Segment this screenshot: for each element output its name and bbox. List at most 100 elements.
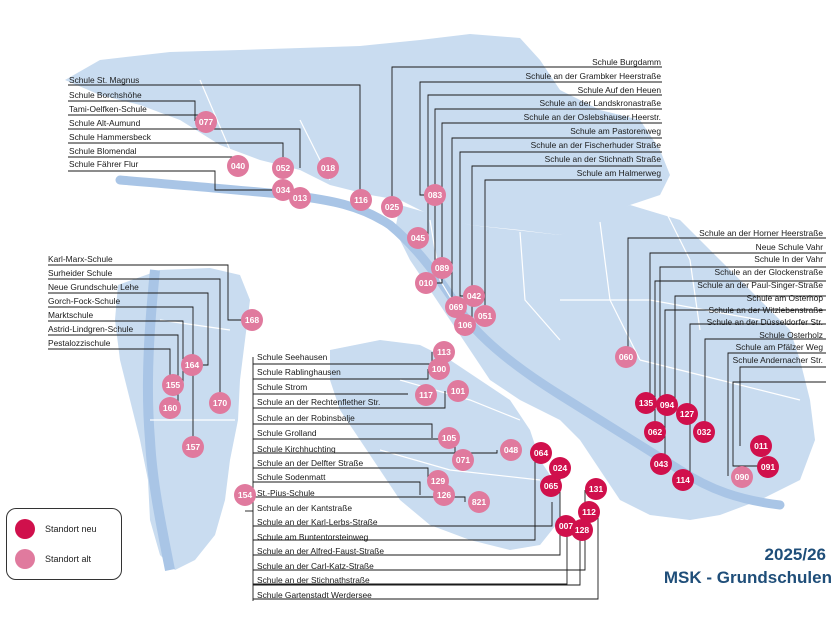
school-marker-id: 011 [754, 441, 768, 451]
school-marker: 064 [530, 442, 552, 464]
school-marker-dot [407, 227, 429, 249]
school-marker-id: 129 [431, 476, 446, 486]
school-marker-id: 043 [654, 459, 669, 469]
school-marker-id: 024 [553, 463, 568, 473]
school-marker-dot [350, 189, 372, 211]
school-label: Neue Grundschule Lehe [48, 282, 139, 292]
school-label: Schule an der Düsseldorfer Str. [707, 317, 823, 327]
school-marker: 127 [676, 403, 698, 425]
school-label: Neue Schule Vahr [756, 242, 824, 252]
leader-lines [48, 66, 826, 601]
school-marker-id: 100 [432, 364, 447, 374]
school-marker-id: 168 [245, 315, 260, 325]
school-marker-id: 032 [697, 427, 712, 437]
school-label: Schule an der Rechtenflether Str. [257, 397, 380, 407]
school-label: Schule an der Glockenstraße [715, 267, 824, 277]
school-label: Schule Osterholz [759, 330, 823, 340]
school-marker: 069 [445, 296, 467, 318]
school-label: Gorch-Fock-Schule [48, 296, 120, 306]
school-label: Schule an der Delfter Straße [257, 458, 363, 468]
school-label: Schule am Osterhop [747, 293, 824, 303]
school-label: Karl-Marx-Schule [48, 254, 113, 264]
school-marker-id: 052 [276, 163, 291, 173]
map-title: MSK - Grundschulen [663, 568, 832, 587]
school-marker-id: 128 [575, 525, 590, 535]
school-marker: 043 [650, 453, 672, 475]
legend: Standort neu Standort alt [6, 508, 122, 580]
school-marker: 164 [181, 354, 203, 376]
school-marker-dot [540, 475, 562, 497]
school-marker-dot [241, 309, 263, 331]
school-label: Schule am Halmerweg [577, 168, 662, 178]
school-marker-dot [650, 453, 672, 475]
school-marker-dot [428, 358, 450, 380]
weser-river-bremerhaven [142, 269, 175, 571]
school-label: Schule Fährer Flur [69, 159, 139, 169]
school-label: Schule an der Witzlebenstraße [708, 305, 823, 315]
school-marker: 154 [234, 484, 256, 506]
school-label: Schule an der Carl-Katz-Straße [257, 561, 374, 571]
school-marker: 051 [474, 305, 496, 327]
school-label: Schule an der Grambker Heerstraße [526, 71, 662, 81]
school-label: Schule Seehausen [257, 352, 328, 362]
school-marker-id: 094 [660, 400, 675, 410]
school-marker-dot [424, 184, 446, 206]
school-marker-id: 069 [449, 302, 464, 312]
school-label: Schule Gartenstadt Werdersee [257, 590, 372, 600]
school-marker-id: 013 [293, 193, 308, 203]
school-marker-id: 077 [199, 117, 214, 127]
school-label: Schule Borchshöhe [69, 90, 142, 100]
school-label: Schule Strom [257, 382, 307, 392]
school-marker: 128 [571, 519, 593, 541]
school-marker-dot [195, 111, 217, 133]
school-marker-id: 135 [639, 398, 654, 408]
school-marker-id: 105 [442, 433, 457, 443]
school-marker: 135 [635, 392, 657, 414]
school-label: Schule Kirchhuchting [257, 444, 336, 454]
school-marker: 052 [272, 157, 294, 179]
school-marker: 060 [615, 346, 637, 368]
school-marker: 018 [317, 157, 339, 179]
school-label: Schule an der Alfred-Faust-Straße [257, 546, 384, 556]
school-marker-dot [182, 436, 204, 458]
school-marker-id: 117 [419, 390, 433, 400]
school-label: Schule an der Paul-Singer-Straße [697, 280, 823, 290]
school-marker-id: 131 [589, 484, 604, 494]
school-marker-id: 071 [456, 455, 471, 465]
school-marker-id: 127 [680, 409, 695, 419]
school-marker-id: 042 [467, 291, 482, 301]
school-label: Schule Alt-Aumund [69, 118, 141, 128]
legend-label-new: Standort neu [45, 524, 97, 534]
city-basemap [65, 34, 815, 571]
school-marker: 013 [289, 187, 311, 209]
school-marker-id: 048 [504, 445, 519, 455]
school-marker: 034 [272, 179, 294, 201]
school-label: Tami-Oelfken-Schule [69, 104, 147, 114]
map-area-central [395, 205, 815, 520]
school-marker-id: 106 [458, 320, 473, 330]
school-marker: 821 [468, 491, 490, 513]
school-marker: 010 [415, 272, 437, 294]
school-marker-dot [530, 442, 552, 464]
school-marker: 065 [540, 475, 562, 497]
school-marker: 106 [454, 314, 476, 336]
school-marker-dot [672, 469, 694, 491]
legend-swatch-new [15, 519, 35, 539]
school-marker-id: 157 [186, 442, 201, 452]
school-marker: 168 [241, 309, 263, 331]
school-marker-dot [474, 305, 496, 327]
school-marker: 100 [428, 358, 450, 380]
school-marker-id: 034 [276, 185, 291, 195]
school-label: Schule Burgdamm [592, 57, 661, 67]
school-marker-id: 112 [582, 507, 596, 517]
school-marker-id: 116 [354, 195, 368, 205]
school-label: Marktschule [48, 310, 93, 320]
school-marker-id: 155 [166, 380, 181, 390]
school-marker-id: 114 [676, 475, 690, 485]
school-marker-id: 113 [437, 347, 451, 357]
school-marker-dot [447, 380, 469, 402]
school-marker: 091 [757, 456, 779, 478]
school-marker-id: 170 [213, 398, 228, 408]
school-marker: 032 [693, 421, 715, 443]
school-label: Schule Andernacher Str. [733, 355, 823, 365]
